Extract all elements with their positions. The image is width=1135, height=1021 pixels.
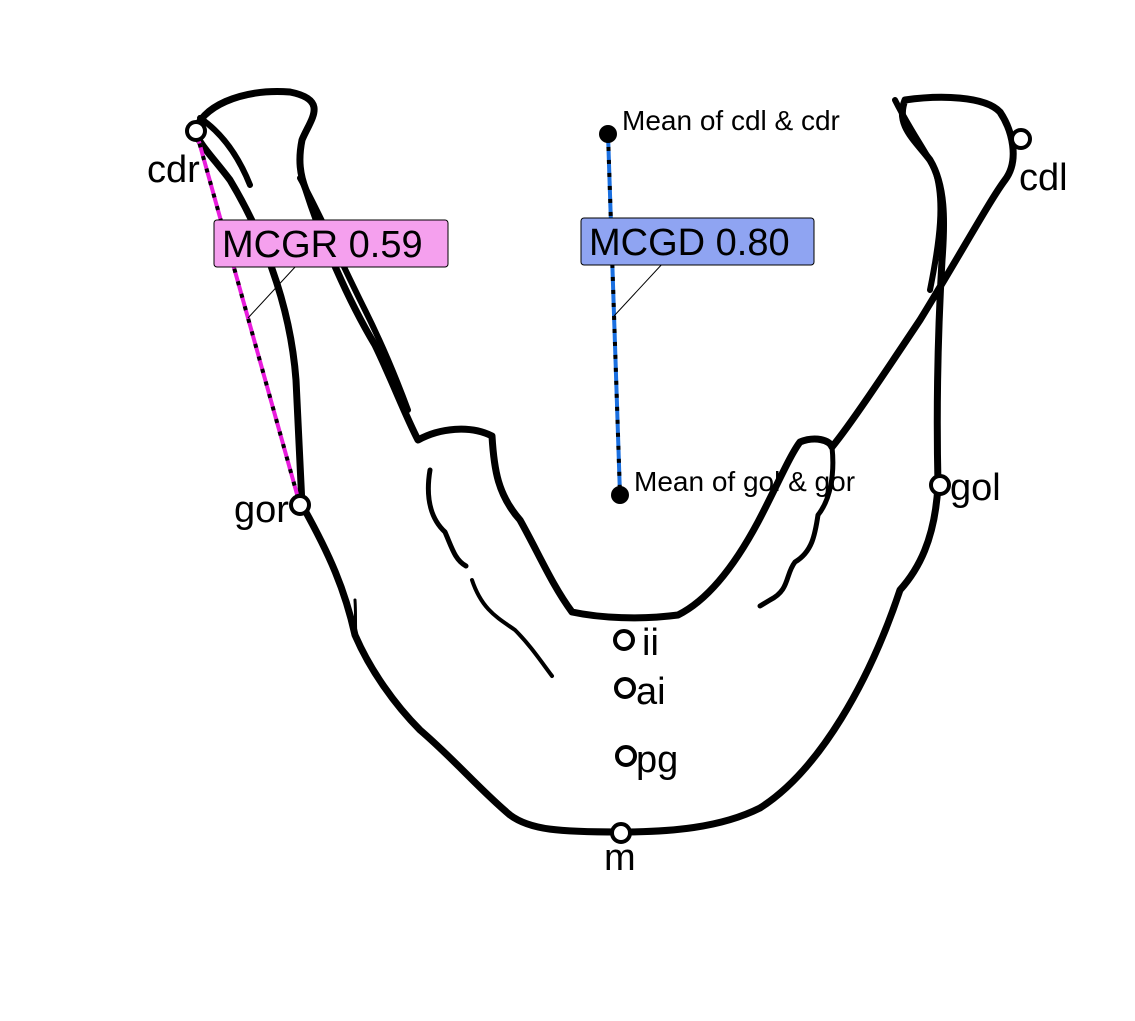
gol-point bbox=[929, 474, 951, 496]
gor-label: gor bbox=[234, 489, 289, 531]
gonion-mean-point bbox=[611, 486, 629, 504]
ii-label: ii bbox=[642, 622, 659, 664]
mcgd-line bbox=[606, 133, 665, 496]
ai-label: ai bbox=[636, 671, 666, 713]
mcgr-line bbox=[194, 130, 302, 506]
ii-point bbox=[613, 629, 635, 651]
ai-point bbox=[614, 677, 636, 699]
condyle-mean-point bbox=[599, 125, 617, 143]
condyle-mean-label: Mean of cdl & cdr bbox=[622, 105, 840, 136]
gol-label: gol bbox=[950, 467, 1001, 509]
mcgd-label: MCGD 0.80 bbox=[589, 222, 790, 264]
mcgd-label-box: MCGD 0.80 bbox=[580, 217, 815, 266]
m-label: m bbox=[604, 837, 636, 879]
cdl-point bbox=[1010, 128, 1032, 150]
mcgr-label: MCGR 0.59 bbox=[222, 224, 423, 266]
mcgr-label-box: MCGR 0.59 bbox=[213, 219, 449, 268]
cdl-label: cdl bbox=[1019, 157, 1068, 199]
cdr-label: cdr bbox=[147, 149, 200, 191]
mandible-outline bbox=[191, 87, 1017, 836]
gor-point bbox=[289, 494, 311, 516]
m-point bbox=[610, 822, 632, 844]
pg-point bbox=[615, 745, 637, 767]
pg-label: pg bbox=[636, 739, 678, 781]
cdr-point bbox=[185, 120, 207, 142]
gonion-mean-label: Mean of gol & gor bbox=[634, 466, 855, 497]
inner-contours bbox=[197, 97, 944, 678]
